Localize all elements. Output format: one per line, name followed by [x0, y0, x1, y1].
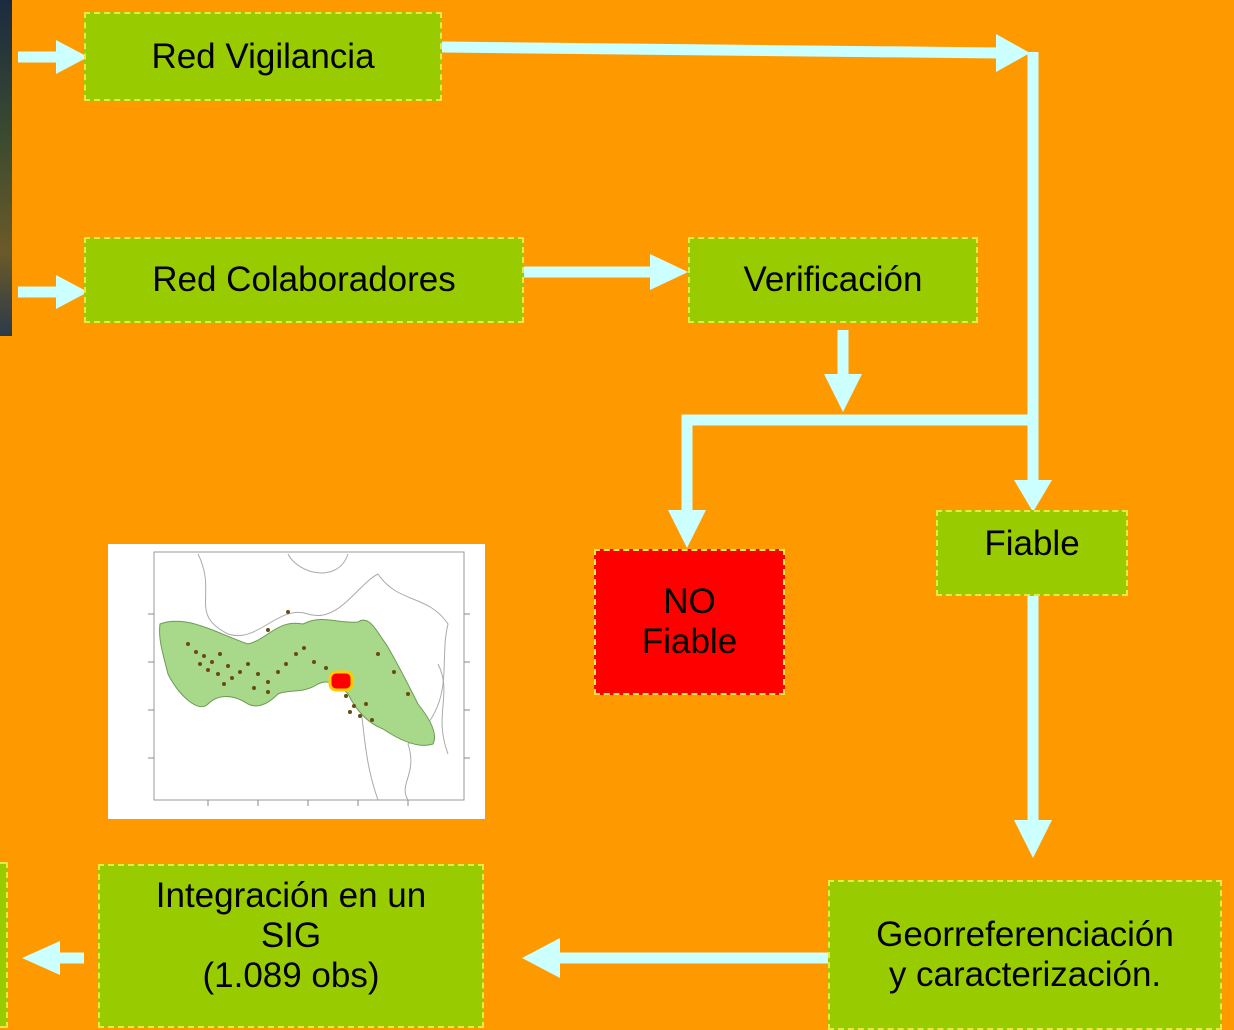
node-fiable: Fiable: [936, 510, 1128, 596]
distribution-map-icon: [108, 544, 485, 819]
edge-box-fragment: [0, 862, 8, 1028]
node-no-fiable-line-1: NO: [663, 582, 716, 621]
node-integracion-line-1: Integración en un: [155, 876, 427, 915]
node-georreferenciacion-line-2: y caracterización.: [888, 955, 1162, 994]
integracion-head: [522, 938, 560, 978]
node-verificacion-label: Verificación: [743, 260, 923, 299]
vigilancia-head: [996, 34, 1030, 72]
no-fiable-head: [668, 510, 706, 548]
node-georreferenciacion-line-1: Georreferenciación: [876, 915, 1174, 954]
node-red-vigilancia: Red Vigilancia: [84, 12, 442, 101]
node-georreferenciacion: Georreferenciación y caracterización.: [828, 880, 1222, 1030]
output-head: [22, 941, 60, 975]
node-red-vigilancia-label: Red Vigilancia: [151, 36, 375, 76]
colab-head: [650, 254, 688, 290]
split-line: [681, 414, 1033, 512]
node-no-fiable-line-2: Fiable: [641, 622, 738, 661]
input-arrow-2-head: [56, 275, 88, 309]
node-red-colaboradores-label: Red Colaboradores: [152, 260, 456, 299]
node-fiable-label: Fiable: [984, 524, 1080, 563]
edge-photo-fragment: [0, 0, 12, 336]
node-red-colaboradores: Red Colaboradores: [84, 237, 524, 323]
georref-head: [1014, 820, 1052, 858]
node-integracion-line-2: SIG: [260, 916, 322, 955]
distribution-map-graphic: [148, 551, 470, 806]
verif-down-head: [824, 374, 862, 412]
node-verificacion: Verificación: [688, 237, 978, 323]
node-integracion-line-3: (1.089 obs): [202, 956, 380, 995]
node-no-fiable: NO Fiable: [594, 549, 785, 695]
map-highlight: [328, 670, 354, 692]
node-integracion: Integración en un SIG (1.089 obs): [98, 864, 484, 1028]
map-region: [159, 619, 435, 746]
fiable-head: [1014, 480, 1052, 512]
vigilancia-line: [441, 41, 1001, 59]
input-arrow-1-head: [56, 40, 88, 74]
